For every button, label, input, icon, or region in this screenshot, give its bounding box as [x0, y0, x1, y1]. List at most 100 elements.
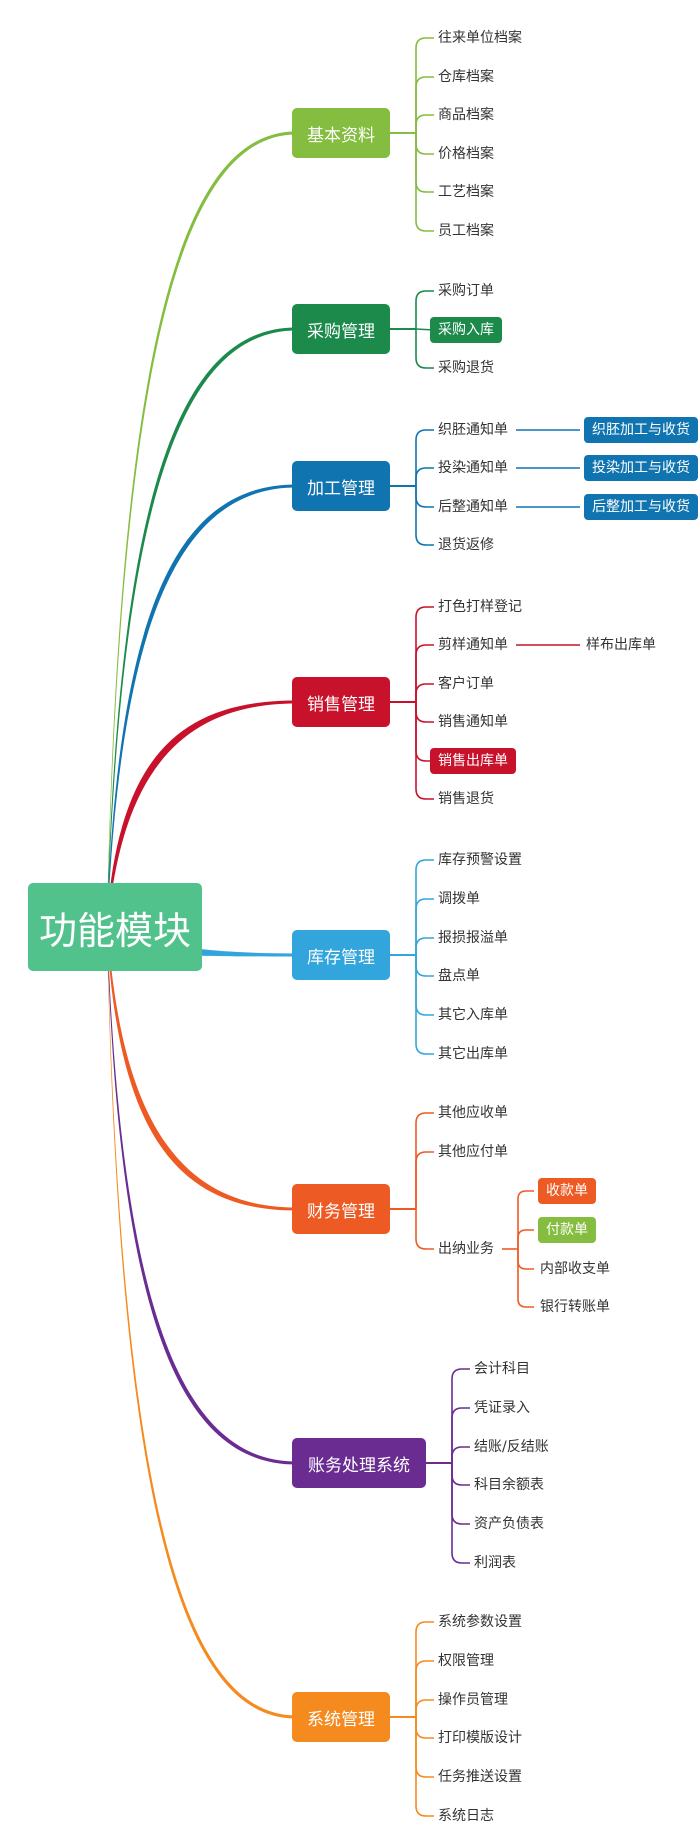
child-item[interactable]: 银行转账单: [540, 1299, 610, 1315]
leaf-item[interactable]: 系统日志: [438, 1808, 494, 1824]
leaf-item[interactable]: 任务推送设置: [438, 1769, 522, 1785]
leaf-link-7-3: [415, 1717, 434, 1739]
category-node-7[interactable]: 系统管理: [292, 1692, 390, 1742]
leaf-item[interactable]: 往来单位档案: [438, 30, 522, 46]
leaf-link-7-1: [415, 1660, 434, 1717]
leaf-item[interactable]: 商品档案: [438, 107, 494, 123]
leaf-item[interactable]: 结账/反结账: [474, 1439, 549, 1455]
leaf-item[interactable]: 采购退货: [438, 360, 494, 376]
category-node-1[interactable]: 采购管理: [292, 304, 390, 354]
leaf-link-4-1: [415, 898, 434, 955]
leaf-link-2-2: [415, 486, 434, 508]
leaf-item[interactable]: 打色打样登记: [438, 599, 522, 615]
child-item[interactable]: 样布出库单: [586, 637, 656, 653]
child-item[interactable]: 付款单: [538, 1217, 596, 1243]
child-link-5-2-0: [517, 1190, 534, 1249]
leaf-item[interactable]: 工艺档案: [438, 184, 494, 200]
leaf-link-3-1: [415, 644, 434, 702]
leaf-link-0-1: [415, 76, 434, 133]
leaf-link-6-4: [451, 1463, 470, 1525]
child-link-5-2-2: [517, 1249, 534, 1270]
leaf-item[interactable]: 利润表: [474, 1555, 516, 1571]
leaf-link-1-0: [415, 290, 434, 329]
leaf-item[interactable]: 投染通知单: [438, 460, 508, 476]
leaf-item[interactable]: 其它出库单: [438, 1046, 508, 1062]
child-item[interactable]: 收款单: [538, 1178, 596, 1204]
leaf-link-3-3: [415, 702, 434, 723]
category-node-2[interactable]: 加工管理: [292, 461, 390, 511]
child-item[interactable]: 投染加工与收货: [584, 455, 698, 481]
leaf-item[interactable]: 其他应收单: [438, 1105, 508, 1121]
leaf-link-4-4: [415, 955, 434, 1016]
leaf-item[interactable]: 权限管理: [438, 1653, 494, 1669]
leaf-item[interactable]: 打印模版设计: [438, 1730, 522, 1746]
leaf-item[interactable]: 采购订单: [438, 283, 494, 299]
leaf-link-7-5: [415, 1717, 434, 1817]
category-node-4[interactable]: 库存管理: [292, 930, 390, 980]
leaf-link-7-2: [415, 1699, 434, 1717]
leaf-item[interactable]: 调拨单: [438, 891, 480, 907]
leaf-link-5-1: [415, 1151, 434, 1209]
leaf-link-1-2: [415, 329, 434, 369]
leaf-item[interactable]: 客户订单: [438, 676, 494, 692]
leaf-item[interactable]: 仓库档案: [438, 69, 494, 85]
leaf-link-0-5: [415, 133, 434, 232]
root-branch-0: [107, 131, 296, 936]
leaf-link-2-0: [415, 429, 434, 486]
leaf-link-5-2: [415, 1209, 434, 1250]
child-link-5-2-1: [517, 1229, 534, 1249]
leaf-link-0-4: [415, 133, 434, 193]
leaf-link-4-0: [415, 859, 434, 955]
leaf-link-6-2: [451, 1446, 470, 1463]
leaf-item[interactable]: 价格档案: [438, 146, 494, 162]
child-item[interactable]: 织胚加工与收货: [584, 417, 698, 443]
leaf-item[interactable]: 退货返修: [438, 537, 494, 553]
leaf-link-3-0: [415, 606, 434, 702]
leaf-link-4-5: [415, 955, 434, 1055]
leaf-item[interactable]: 凭证录入: [474, 1400, 530, 1416]
leaf-link-0-0: [415, 37, 434, 133]
leaf-item[interactable]: 库存预警设置: [438, 852, 522, 868]
leaf-link-2-3: [415, 486, 434, 546]
leaf-item[interactable]: 采购入库: [430, 317, 502, 343]
leaf-item[interactable]: 其它入库单: [438, 1007, 508, 1023]
leaf-link-6-0: [451, 1368, 470, 1463]
leaf-item[interactable]: 会计科目: [474, 1361, 530, 1377]
child-item[interactable]: 内部收支单: [540, 1261, 610, 1277]
leaf-link-6-1: [451, 1407, 470, 1463]
leaf-item[interactable]: 后整通知单: [438, 499, 508, 515]
leaf-link-7-0: [415, 1621, 434, 1717]
child-link-5-2-3: [517, 1249, 534, 1308]
root-branch-3: [107, 700, 296, 936]
leaf-item[interactable]: 销售退货: [438, 791, 494, 807]
category-node-5[interactable]: 财务管理: [292, 1184, 390, 1234]
leaf-link-0-3: [415, 133, 434, 155]
leaf-item[interactable]: 销售出库单: [430, 748, 516, 774]
category-node-0[interactable]: 基本资料: [292, 108, 390, 158]
leaf-item[interactable]: 科目余额表: [474, 1477, 544, 1493]
leaf-item[interactable]: 销售通知单: [438, 714, 508, 730]
leaf-item[interactable]: 操作员管理: [438, 1692, 508, 1708]
root-node: 功能模块: [28, 883, 202, 971]
leaf-item[interactable]: 织胚通知单: [438, 422, 508, 438]
leaf-item[interactable]: 盘点单: [438, 968, 480, 984]
leaf-link-7-4: [415, 1717, 434, 1778]
leaf-link-3-2: [415, 683, 434, 702]
leaf-item[interactable]: 系统参数设置: [438, 1614, 522, 1630]
category-node-3[interactable]: 销售管理: [292, 677, 390, 727]
category-node-6[interactable]: 账务处理系统: [292, 1438, 426, 1488]
leaf-item[interactable]: 剪样通知单: [438, 637, 508, 653]
leaf-item[interactable]: 员工档案: [438, 223, 494, 239]
leaf-item[interactable]: 资产负债表: [474, 1516, 544, 1532]
root-branch-2: [107, 484, 296, 936]
leaf-link-2-1: [415, 467, 434, 486]
leaf-link-6-3: [451, 1463, 470, 1486]
root-branch-1: [107, 327, 296, 936]
leaf-item[interactable]: 报损报溢单: [438, 930, 508, 946]
leaf-link-3-5: [415, 702, 434, 800]
child-item[interactable]: 后整加工与收货: [584, 494, 698, 520]
leaf-item[interactable]: 出纳业务: [438, 1241, 494, 1257]
leaf-link-6-5: [451, 1463, 470, 1564]
leaf-item[interactable]: 其他应付单: [438, 1144, 508, 1160]
